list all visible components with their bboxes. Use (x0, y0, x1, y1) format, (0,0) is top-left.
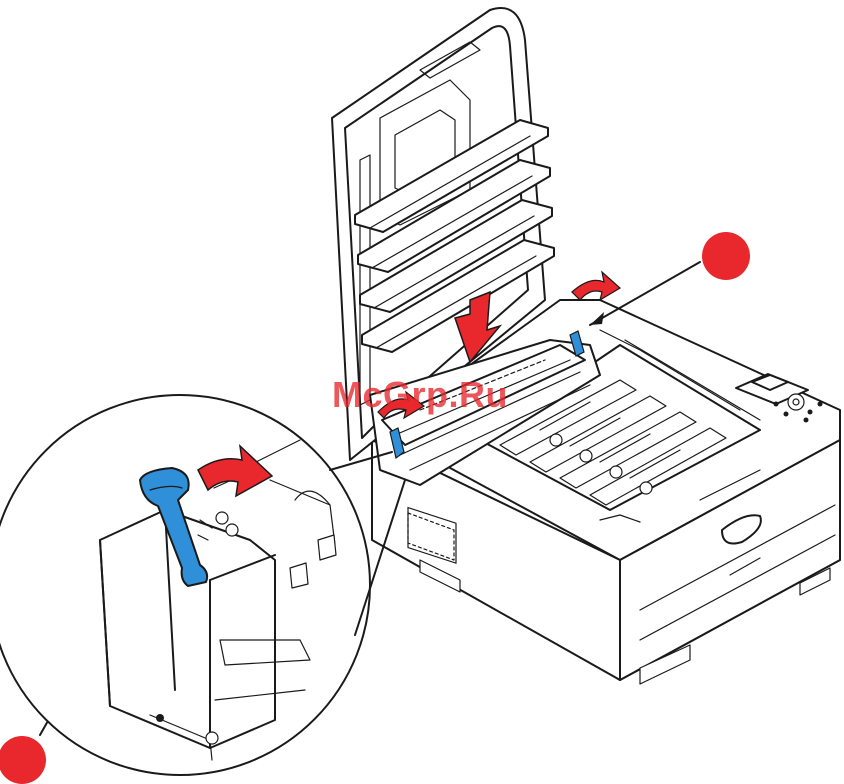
lever-curved-arrow-right (572, 272, 620, 300)
callout-marker-left (0, 736, 46, 784)
zoom-detail-circle (0, 395, 405, 775)
callout-marker-right (702, 232, 750, 280)
